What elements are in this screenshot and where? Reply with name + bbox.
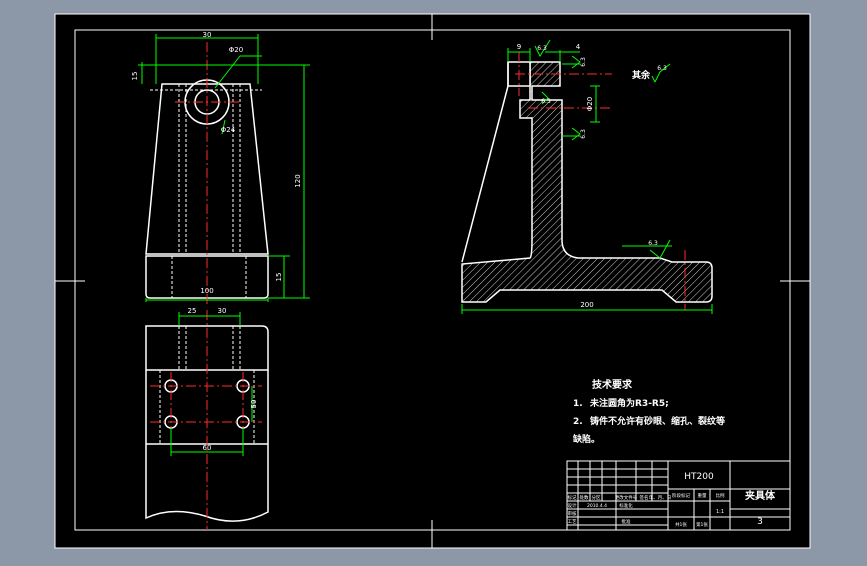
top-view: 25 30 50 60 <box>145 307 269 530</box>
roughness-4: 6.3 <box>580 129 587 139</box>
sheet-number: 3 <box>757 517 763 527</box>
scale-value: 1:1 <box>716 509 724 515</box>
label-stage: 阶段标记 <box>672 492 690 499</box>
label-sign: 签名 <box>640 494 649 501</box>
label-count: 处数 <box>580 494 589 501</box>
tech-req-heading: 技术要求 <box>592 378 633 391</box>
dim-hole-dia: Φ20 <box>229 46 243 54</box>
frame-centering-marks <box>55 14 810 548</box>
dim-total-height: 120 <box>294 174 302 187</box>
remainder-roughness-note: 其余 <box>632 69 651 81</box>
tech-req-item1-text: 未注圆角为R3-R5; <box>589 397 669 409</box>
dim-side-base-width: 200 <box>580 301 593 309</box>
label-review: 审核 <box>568 510 577 517</box>
roughness-2: 6.3 <box>580 57 587 67</box>
title-block <box>566 460 791 531</box>
label-date: 年、月、日 <box>649 494 672 501</box>
dim-hole-spacing-v: 50 <box>250 400 258 409</box>
front-view: 30 Φ20 15 Φ24 120 15 100 <box>131 31 310 305</box>
roughness-1: 6.3 <box>537 45 547 52</box>
title-block-text: HT200 夹具体 3 标记 处数 分区 更改文件号 签名 年、月、日 设计 2… <box>568 472 777 528</box>
label-change-doc: 更改文件号 <box>615 494 638 501</box>
label-design: 设计 <box>568 502 577 509</box>
dim-hole-spacing-h: 60 <box>203 444 212 452</box>
dim-side-bore: Φ20 <box>586 97 594 111</box>
dim-top-width: 30 <box>203 31 212 39</box>
material: HT200 <box>684 472 714 482</box>
technical-requirements: 技术要求 1. 未注圆角为R3-R5; 2. 铸件不允许有砂眼、缩孔、裂纹等 缺… <box>572 378 725 445</box>
label-std: 标准化 <box>619 502 633 509</box>
tech-req-item2-cont: 缺陷。 <box>572 433 600 445</box>
dim-base-height: 15 <box>275 273 283 282</box>
label-zone: 分区 <box>592 494 601 501</box>
dim-top-offset: 15 <box>131 72 139 81</box>
dim-hole-spacing-2: 30 <box>218 307 227 315</box>
label-total: 共1张 <box>675 521 687 528</box>
dim-base-width: 100 <box>200 287 213 295</box>
label-approve: 批准 <box>622 518 631 525</box>
label-sheet: 第1张 <box>696 521 708 528</box>
roughness-3: 6.3 <box>541 98 551 105</box>
dim-side-top-2: 4 <box>576 43 581 51</box>
roughness-5: 6.3 <box>648 240 658 247</box>
tech-req-item1-num: 1. <box>573 399 583 409</box>
dim-bolt-dia: Φ24 <box>221 126 236 134</box>
date-value: 2010.4.4 <box>587 503 607 509</box>
side-section-view: 9 4 Φ20 200 6.3 6.3 6.3 6.3 6.3 6.3 其余 <box>461 39 713 314</box>
roughness-6: 6.3 <box>657 65 667 72</box>
tech-req-item2-num: 2. <box>573 417 583 427</box>
dim-side-top-1: 9 <box>517 43 521 51</box>
label-mark: 标记 <box>568 494 577 501</box>
part-name: 夹具体 <box>745 489 776 502</box>
dim-hole-spacing-1: 25 <box>188 307 197 315</box>
label-process: 工艺 <box>568 519 577 525</box>
label-weight: 重量 <box>698 492 707 499</box>
tech-req-item2-text: 铸件不允许有砂眼、缩孔、裂纹等 <box>590 415 725 427</box>
label-scale: 比例 <box>716 492 725 499</box>
